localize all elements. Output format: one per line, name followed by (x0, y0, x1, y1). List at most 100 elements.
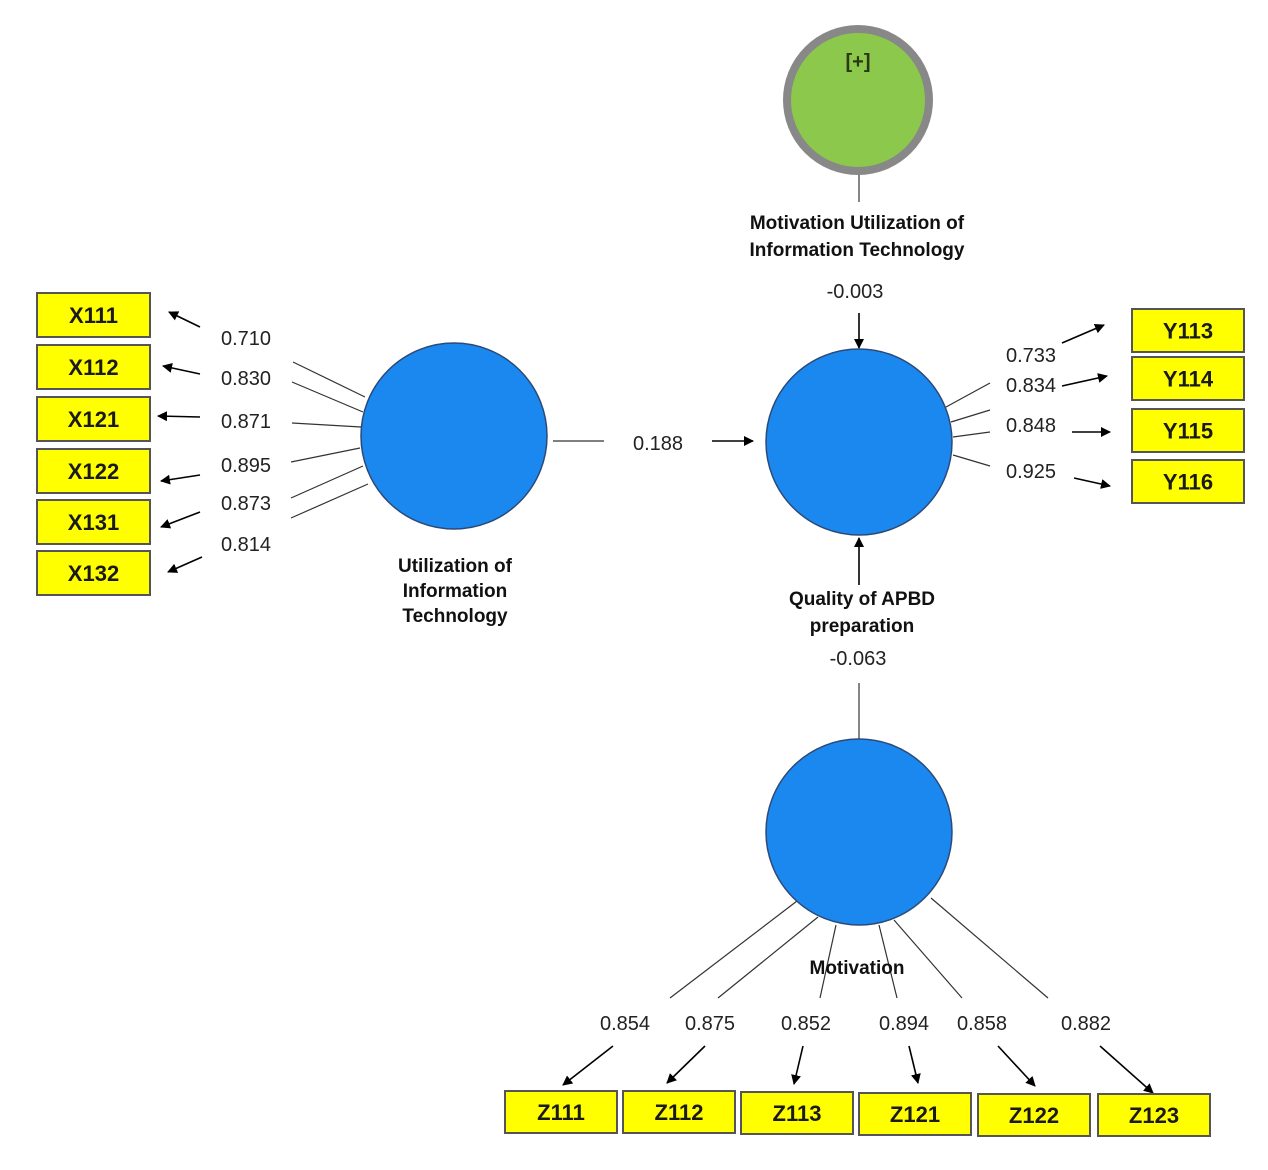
utilization-label-line-2: Information (403, 581, 508, 602)
indicator-z113[interactable]: Z113 (740, 1091, 854, 1135)
loading-value: 0.875 (685, 1013, 735, 1035)
indicator-x112[interactable]: X112 (36, 344, 151, 390)
indicator-box (36, 550, 151, 596)
indicator-x131[interactable]: X131 (36, 499, 151, 545)
indicator-x132[interactable]: X132 (36, 550, 151, 596)
indicator-box (622, 1090, 736, 1134)
loading-value: 0.895 (221, 455, 271, 477)
indicator-label: Y116 (1163, 470, 1213, 495)
indicator-box (1131, 408, 1245, 453)
indicator-z111[interactable]: Z111 (504, 1090, 618, 1134)
indicator-box (36, 292, 151, 338)
loading-line-z123 (930, 897, 1049, 999)
loading-arrow-x122 (160, 474, 201, 485)
loading-line-z122 (893, 919, 963, 999)
indicator-y114[interactable]: Y114 (1131, 356, 1245, 401)
indicator-x111[interactable]: X111 (36, 292, 151, 338)
moderation-label-line-2: Information Technology (750, 240, 965, 261)
loading-arrow-x112 (162, 363, 201, 375)
path-coef-moderation-quality: -0.003 (827, 281, 884, 303)
loading-line-y115 (952, 431, 991, 438)
utilization-label-line-1: Utilization of (398, 556, 513, 577)
loading-value: 0.854 (600, 1013, 650, 1035)
indicator-z122[interactable]: Z122 (977, 1093, 1091, 1137)
loading-line-x121 (291, 422, 362, 428)
loading-value: 0.710 (221, 328, 271, 350)
loading-line-x112 (291, 381, 364, 413)
loading-line-y116 (952, 454, 991, 467)
loading-arrow-z121 (908, 1045, 921, 1084)
utilization-label-line-3: Technology (402, 606, 508, 627)
indicator-box (36, 448, 151, 494)
indicator-z112[interactable]: Z112 (622, 1090, 736, 1134)
indicator-box (1131, 459, 1245, 504)
motivation-label: Motivation (810, 958, 905, 979)
indicator-label: Z121 (890, 1102, 940, 1127)
indicator-label: X121 (68, 407, 119, 432)
path-coef-motivation-quality: -0.063 (830, 648, 887, 670)
moderation-label-line-1: Motivation Utilization of (750, 213, 965, 234)
loading-value: 0.871 (221, 411, 271, 433)
indicator-x122[interactable]: X122 (36, 448, 151, 494)
loading-arrow-z112 (666, 1045, 706, 1084)
loading-line-z111 (669, 900, 798, 999)
loading-value: 0.882 (1061, 1013, 1111, 1035)
indicator-label: Y113 (1163, 319, 1213, 344)
indicator-x121[interactable]: X121 (36, 396, 151, 442)
path-coef-utilization-quality: 0.188 (633, 433, 683, 455)
indicator-label: Z113 (773, 1101, 822, 1126)
indicator-y116[interactable]: Y116 (1131, 459, 1245, 504)
loading-line-y114 (950, 409, 991, 423)
indicator-box (36, 396, 151, 442)
quality-label-line-2: preparation (810, 616, 915, 637)
indicator-z121[interactable]: Z121 (858, 1092, 972, 1136)
loading-line-z121 (878, 924, 898, 999)
loading-arrow-z123 (1099, 1045, 1154, 1094)
loading-value: 0.873 (221, 493, 271, 515)
indicator-box (977, 1093, 1091, 1137)
indicator-box (36, 344, 151, 390)
loading-value: 0.925 (1006, 461, 1056, 483)
indicator-label: Z123 (1129, 1103, 1179, 1128)
indicator-label: X111 (69, 303, 118, 328)
loading-value: 0.814 (221, 534, 271, 556)
loading-line-y113 (945, 382, 991, 408)
loading-labels: 0.7100.8300.8710.8950.8730.8140.7330.834… (221, 328, 1111, 1035)
indicator-label: Z112 (655, 1100, 704, 1125)
indicator-label: X112 (68, 355, 118, 380)
loading-arrow-y113 (1061, 323, 1105, 344)
indicator-box (1131, 356, 1245, 401)
loading-line-x122 (290, 447, 361, 463)
construct-motivation[interactable] (765, 738, 953, 926)
loading-arrow-x132 (167, 556, 203, 573)
loading-arrow-y114 (1061, 373, 1108, 387)
loading-arrow-y116 (1073, 477, 1111, 489)
indicator-box (504, 1090, 618, 1134)
construct-utilization[interactable] (360, 342, 548, 530)
loading-value: 0.834 (1006, 375, 1056, 397)
indicator-label: Z111 (537, 1100, 585, 1125)
loading-arrow-x121 (157, 411, 201, 422)
indicator-box (858, 1092, 972, 1136)
indicator-box (1131, 308, 1245, 353)
loading-arrow-x111 (168, 311, 201, 328)
loading-value: 0.830 (221, 368, 271, 390)
indicator-z123[interactable]: Z123 (1097, 1093, 1211, 1137)
loading-arrow-x131 (160, 511, 201, 529)
indicator-y113[interactable]: Y113 (1131, 308, 1245, 353)
indicator-box (36, 499, 151, 545)
construct-quality[interactable] (765, 348, 953, 536)
moderation-symbol: [+] (846, 51, 871, 73)
indicator-label: Y115 (1163, 419, 1213, 444)
edge-layer (157, 172, 1154, 1094)
indicator-label: Y114 (1163, 367, 1214, 392)
indicator-box (740, 1091, 854, 1135)
loading-line-z113 (819, 924, 837, 999)
construct-moderation[interactable] (783, 25, 933, 175)
loading-arrow-z122 (997, 1045, 1036, 1087)
indicator-box (1097, 1093, 1211, 1137)
indicator-y115[interactable]: Y115 (1131, 408, 1245, 453)
indicator-label: X122 (68, 459, 119, 484)
